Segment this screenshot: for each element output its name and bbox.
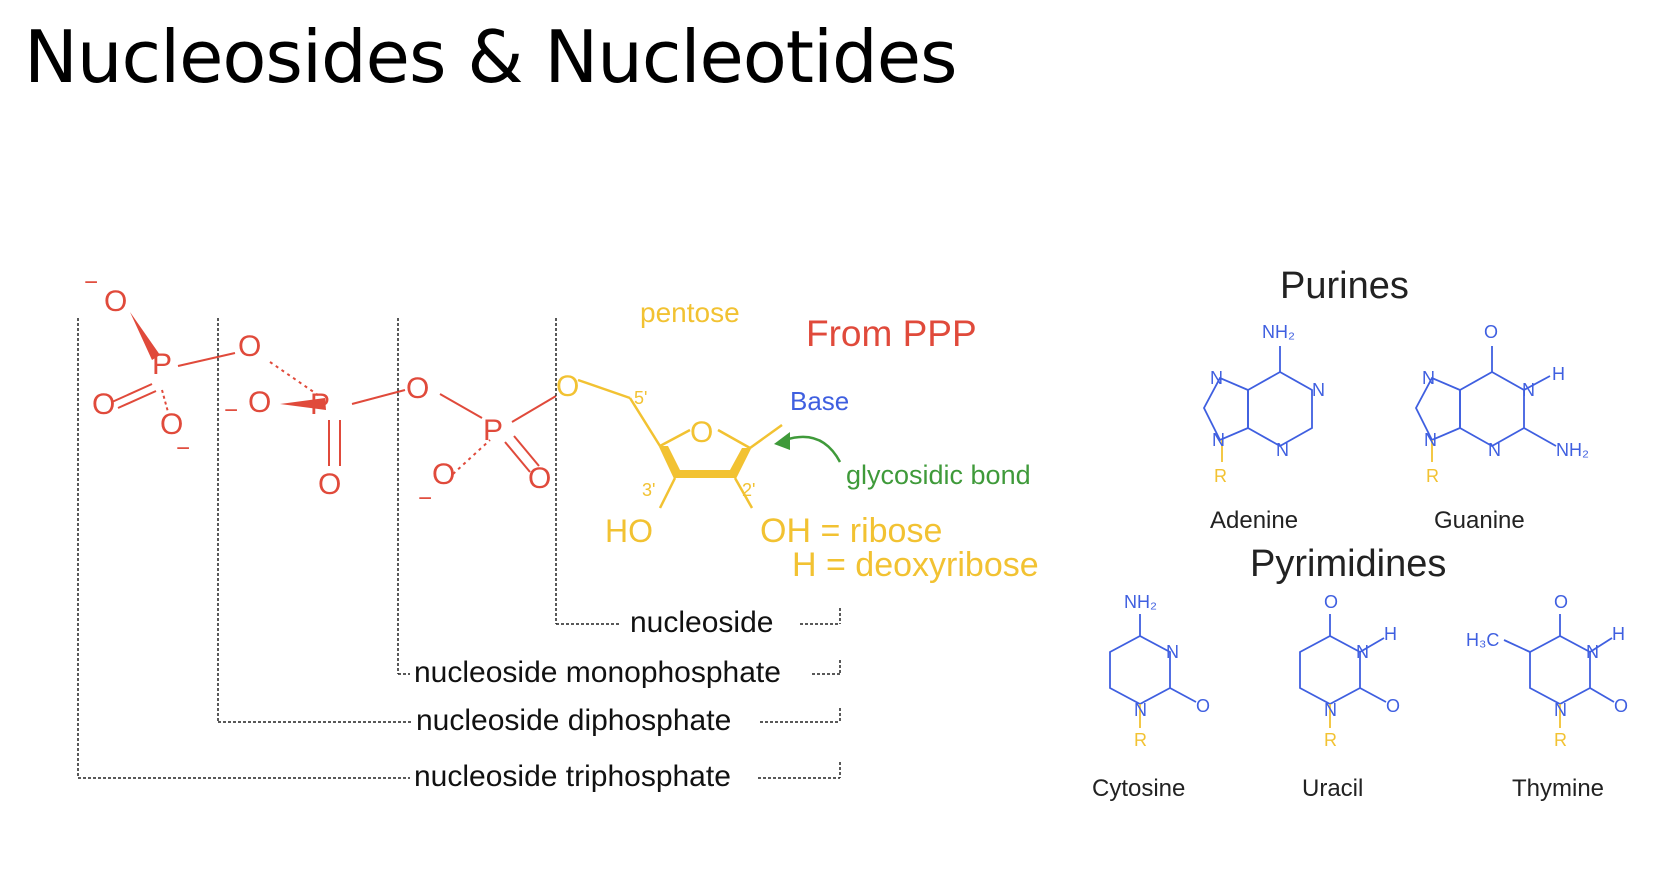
sugar-atoms: O O 5' 3' 2' HO OH = ribose H = deoxyrib… <box>556 297 1039 584</box>
nitrogen-label: N <box>1422 368 1435 388</box>
phosphate-chain <box>111 312 557 475</box>
ribose-label: OH = ribose <box>760 512 942 550</box>
carbon-2-label: 2' <box>742 480 755 500</box>
glycosidic-arrow <box>774 432 842 463</box>
nitrogen-label: N <box>1586 642 1599 662</box>
phosphate-oxygen: O <box>104 285 127 318</box>
r-label: R <box>1214 466 1227 486</box>
level-brackets <box>77 318 841 779</box>
nh2-label: NH₂ <box>1124 592 1157 612</box>
level-nucleoside: nucleoside <box>630 606 773 639</box>
hydrogen-label: H <box>1384 624 1397 644</box>
level-labels: nucleoside nucleoside monophosphate nucl… <box>414 606 781 793</box>
oxygen-label: O <box>1196 696 1210 716</box>
cytosine-label: Cytosine <box>1092 775 1185 802</box>
bridging-oxygen: O <box>406 372 429 405</box>
deoxyribose-label: H = deoxyribose <box>792 546 1039 584</box>
carbon-3-label: 3' <box>642 480 655 500</box>
nh2-label: NH₂ <box>1262 322 1295 342</box>
adenine-label: Adenine <box>1210 507 1298 534</box>
phosphate-oxygen: O <box>248 386 271 419</box>
oxygen-label: O <box>1484 322 1498 342</box>
cytosine-labels: NH₂ N N O R <box>1124 592 1210 750</box>
hydrogen-label: H <box>1552 364 1565 384</box>
r-label: R <box>1134 730 1147 750</box>
thymine-label: Thymine <box>1512 775 1604 802</box>
uracil-structure <box>1299 614 1387 728</box>
h3c-label: H₃C <box>1466 630 1499 650</box>
negative-charge: − <box>418 485 432 512</box>
nitrogen-label: N <box>1522 380 1535 400</box>
negative-charge: − <box>224 397 238 424</box>
sugar-oxygen: O <box>556 370 579 403</box>
ring-oxygen: O <box>690 416 713 449</box>
page-title: Nucleosides & Nucleotides <box>24 15 958 99</box>
phosphate-oxygen: O <box>528 462 551 495</box>
hydrogen-label: H <box>1612 624 1625 644</box>
negative-charge: − <box>84 269 98 296</box>
nitrogen-label: N <box>1134 700 1147 720</box>
nitrogen-label: N <box>1554 700 1567 720</box>
pentose-label: pentose <box>640 297 740 328</box>
guanine-label: Guanine <box>1434 507 1525 534</box>
base-label: Base <box>790 386 849 416</box>
nitrogen-label: N <box>1424 430 1437 450</box>
phosphate-oxygen: O <box>92 388 115 421</box>
r-label: R <box>1324 730 1337 750</box>
nitrogen-label: N <box>1212 430 1225 450</box>
guanine-structure <box>1414 346 1557 462</box>
phosphorus-3: P <box>483 414 503 447</box>
nitrogen-label: N <box>1166 642 1179 662</box>
level-triphosphate: nucleoside triphosphate <box>414 760 731 793</box>
oxygen-label: O <box>1324 592 1338 612</box>
from-ppp-label: From PPP <box>806 313 977 354</box>
nitrogen-label: N <box>1276 440 1289 460</box>
phosphate-oxygen: O <box>160 408 183 441</box>
phosphate-oxygen: O <box>432 458 455 491</box>
guanine-labels: O N H N NH₂ N N R <box>1422 322 1589 486</box>
purines-title: Purines <box>1280 265 1409 307</box>
r-label: R <box>1554 730 1567 750</box>
thymine-structure <box>1503 614 1615 728</box>
glycosidic-bond-label: glycosidic bond <box>846 460 1031 490</box>
oxygen-label: O <box>1554 592 1568 612</box>
nh2-label: NH₂ <box>1556 440 1589 460</box>
thymine-labels: O H₃C N H N O R <box>1466 592 1628 750</box>
pyrimidines-title: Pyrimidines <box>1250 543 1446 585</box>
phosphate-oxygen: O <box>318 468 341 501</box>
uracil-labels: O N H N O R <box>1324 592 1400 750</box>
uracil-label: Uracil <box>1302 775 1363 802</box>
nitrogen-label: N <box>1488 440 1501 460</box>
bridging-oxygen: O <box>238 330 261 363</box>
adenine-labels: NH₂ N N N N R <box>1210 322 1325 486</box>
level-diphosphate: nucleoside diphosphate <box>416 704 731 737</box>
nitrogen-label: N <box>1356 642 1369 662</box>
oxygen-label: O <box>1614 696 1628 716</box>
r-label: R <box>1426 466 1439 486</box>
negative-charge: − <box>176 435 190 462</box>
phosphate-atoms: O − P O O − O O − P O O P O − O <box>84 269 551 512</box>
cytosine-structure <box>1109 614 1197 728</box>
phosphorus-1: P <box>152 348 172 381</box>
nitrogen-label: N <box>1324 700 1337 720</box>
oxygen-label: O <box>1386 696 1400 716</box>
level-monophosphate: nucleoside monophosphate <box>414 656 781 689</box>
nitrogen-label: N <box>1210 368 1223 388</box>
adenine-structure <box>1202 346 1313 462</box>
ho-label: HO <box>605 513 653 549</box>
phosphorus-2: P <box>310 388 330 421</box>
nitrogen-label: N <box>1312 380 1325 400</box>
ring-bold-edge <box>660 446 750 478</box>
carbon-5-label: 5' <box>634 388 647 408</box>
